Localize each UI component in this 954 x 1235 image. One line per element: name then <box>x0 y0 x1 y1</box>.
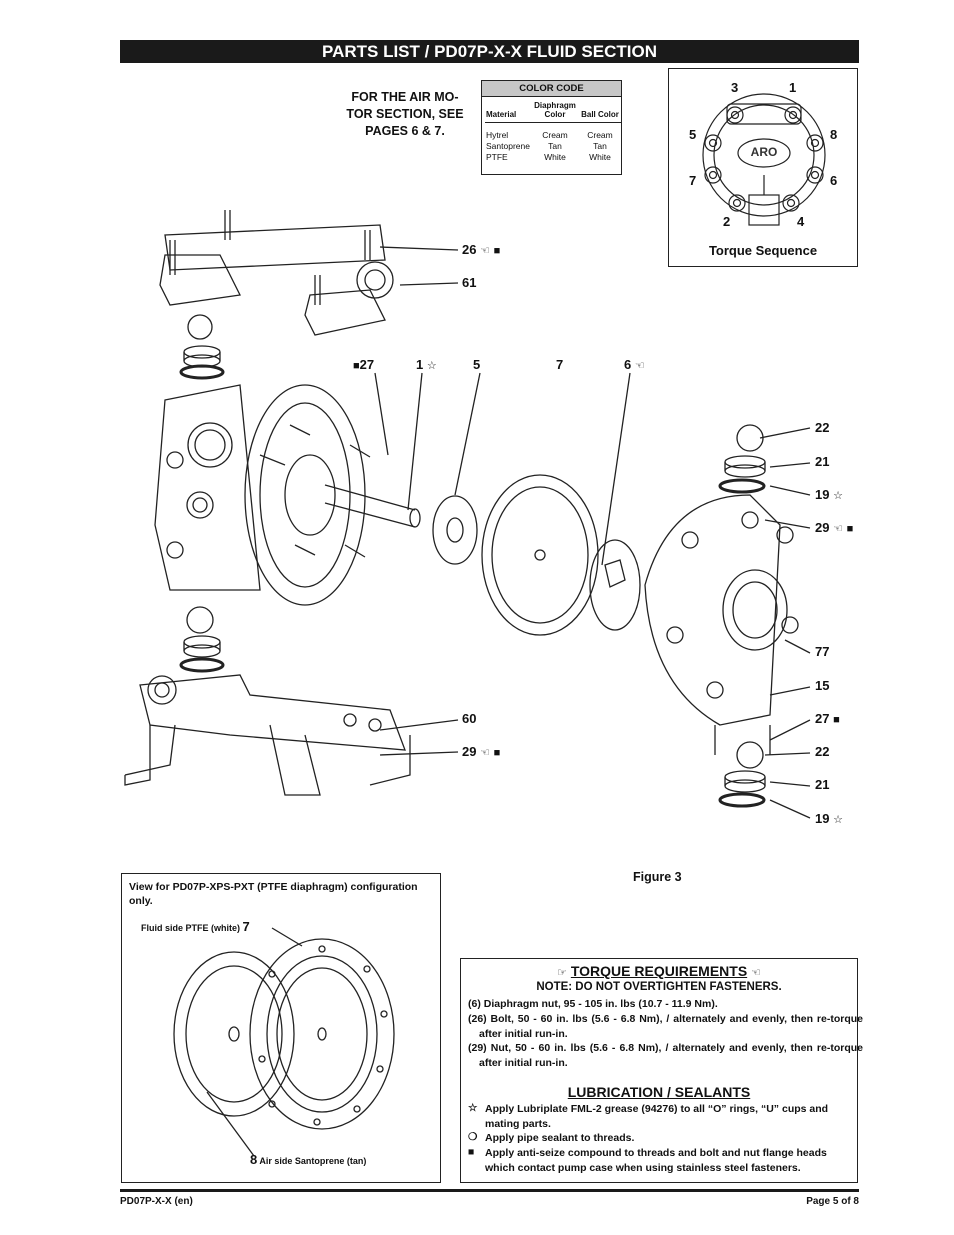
exploded-pump-drawing <box>124 210 811 819</box>
callout-26: 26 ☜ ■ <box>462 242 501 257</box>
cell-ball: Tan <box>593 141 607 151</box>
cell-material: Hytrel <box>486 130 509 140</box>
page-title-banner: PARTS LIST / PD07P-X-X FLUID SECTION <box>120 40 859 63</box>
color-code-row: Santoprene Tan Tan <box>485 141 621 152</box>
torque-requirements-heading: ☞ TORQUE REQUIREMENTS ☜ <box>461 963 857 979</box>
callout-19b: 19 ☆ <box>815 811 843 826</box>
air-side-label: 8 Air side Santoprene (tan) <box>250 1152 367 1167</box>
callout-15: 15 <box>815 678 830 693</box>
callout-60: 60 <box>462 711 477 726</box>
aro-logo: ARO <box>750 145 778 159</box>
ptfe-view-box: View for PD07P-XPS-PXT (PTFE diaphragm) … <box>121 873 441 1183</box>
callout-27: ■27 <box>353 357 375 372</box>
color-code-header-ball: Ball Color <box>579 101 621 123</box>
callout-1: 1 ☆ <box>416 357 437 372</box>
callout-7: 7 <box>556 357 564 372</box>
callout-27b: 27 ■ <box>815 711 840 726</box>
color-code-row: Hytrel Cream Cream <box>485 123 621 142</box>
cell-material: PTFE <box>486 152 508 162</box>
lubrication-item: Apply Lubriplate FML-2 grease (94276) to… <box>485 1103 829 1130</box>
footer-page-number: Page 5 of 8 <box>806 1196 859 1207</box>
hand-icon: ☜ <box>480 747 490 759</box>
callout-61: 61 <box>462 275 477 290</box>
torque-sequence-drawing <box>702 93 826 226</box>
callout-21: 21 <box>815 454 830 469</box>
color-code-header-diaphragm: Diaphragm Color <box>531 101 579 123</box>
star-icon: ☆ <box>833 490 843 502</box>
cell-diaphragm: Cream <box>542 130 568 140</box>
torque-item: (26) Bolt, 50 - 60 in. lbs (5.6 - 6.8 Nm… <box>468 1013 863 1040</box>
figure-caption: Figure 3 <box>633 870 682 884</box>
cell-diaphragm: Tan <box>548 141 562 151</box>
ptfe-diaphragm-drawing <box>173 927 395 1157</box>
callout-19: 19 ☆ <box>815 487 843 502</box>
square-icon: ■ <box>353 360 360 372</box>
star-icon: ☆ <box>468 1102 478 1114</box>
torque-seq-8: 8 <box>830 127 838 142</box>
ptfe-view-title: View for PD07P-XPS-PXT (PTFE diaphragm) … <box>129 881 418 907</box>
callout-29: 29 ☜ ■ <box>815 520 854 535</box>
color-code-table: COLOR CODE Material Diaphragm Color Ball… <box>481 80 622 175</box>
cell-ball: White <box>589 152 611 162</box>
torque-requirements-title: TORQUE REQUIREMENTS <box>570 963 748 979</box>
torque-seq-4: 4 <box>797 214 805 229</box>
hand-icon: ☜ <box>634 360 645 372</box>
torque-item: (6) Diaphragm nut, 95 - 105 in. lbs (10.… <box>468 998 718 1010</box>
cell-ball: Cream <box>587 130 613 140</box>
callout-22: 22 <box>815 420 830 435</box>
color-code-header-material: Material <box>485 101 531 123</box>
torque-seq-2: 2 <box>723 214 731 229</box>
torque-item: (29) Nut, 50 - 60 in. lbs (5.6 - 6.8 Nm)… <box>468 1042 863 1069</box>
torque-sequence-caption: Torque Sequence <box>708 243 818 258</box>
torque-seq-1: 1 <box>789 80 797 95</box>
square-icon: ■ <box>493 245 501 257</box>
hand-icon: ☜ <box>751 967 761 979</box>
cell-material: Santoprene <box>486 141 530 151</box>
callout-5: 5 <box>473 357 481 372</box>
torque-seq-7: 7 <box>689 173 697 188</box>
hand-icon: ☜ <box>480 245 490 257</box>
callout-6: 6 ☜ <box>624 357 645 372</box>
footer-doc-id: PD07P-X-X (en) <box>120 1196 193 1207</box>
callout-29b: 29 ☜ ■ <box>462 744 501 759</box>
star-icon: ☆ <box>833 814 843 826</box>
color-code-title: COLOR CODE <box>482 81 621 97</box>
lubrication-item: Apply pipe sealant to threads. <box>485 1132 635 1144</box>
fluid-side-label: Fluid side PTFE (white) 7 <box>141 919 250 934</box>
square-icon: ■ <box>468 1146 475 1158</box>
hand-icon: ☜ <box>833 523 843 535</box>
torque-seq-5: 5 <box>689 127 697 142</box>
overtighten-note: NOTE: DO NOT OVERTIGHTEN FASTENERS. <box>536 981 782 993</box>
page-title: PARTS LIST / PD07P-X-X FLUID SECTION <box>322 42 657 61</box>
square-icon: ■ <box>493 747 501 759</box>
air-section-note: FOR THE AIR MO-TOR SECTION, SEE PAGES 6 … <box>346 90 464 138</box>
callout-21b: 21 <box>815 777 830 792</box>
cell-diaphragm: White <box>544 152 566 162</box>
torque-seq-6: 6 <box>830 173 838 188</box>
color-code-row: PTFE White White <box>485 152 621 163</box>
torque-requirements-box: ☞ TORQUE REQUIREMENTS ☜ NOTE: DO NOT OVE… <box>460 958 863 1183</box>
callout-22b: 22 <box>815 744 830 759</box>
callout-77: 77 <box>815 644 830 659</box>
lubrication-item: Apply anti-seize compound to threads and… <box>485 1147 827 1174</box>
square-icon: ■ <box>846 523 854 535</box>
lubrication-title: LUBRICATION / SEALANTS <box>567 1084 751 1100</box>
hand-right-icon: ☞ <box>557 967 567 979</box>
circle-icon: ❍ <box>468 1131 478 1143</box>
square-icon: ■ <box>833 714 840 726</box>
torque-seq-3: 3 <box>731 80 739 95</box>
torque-sequence-box: ARO 3 1 5 8 7 6 2 4 Torque Sequence <box>668 68 858 267</box>
star-icon: ☆ <box>426 360 437 372</box>
footer-rule <box>120 1189 859 1192</box>
